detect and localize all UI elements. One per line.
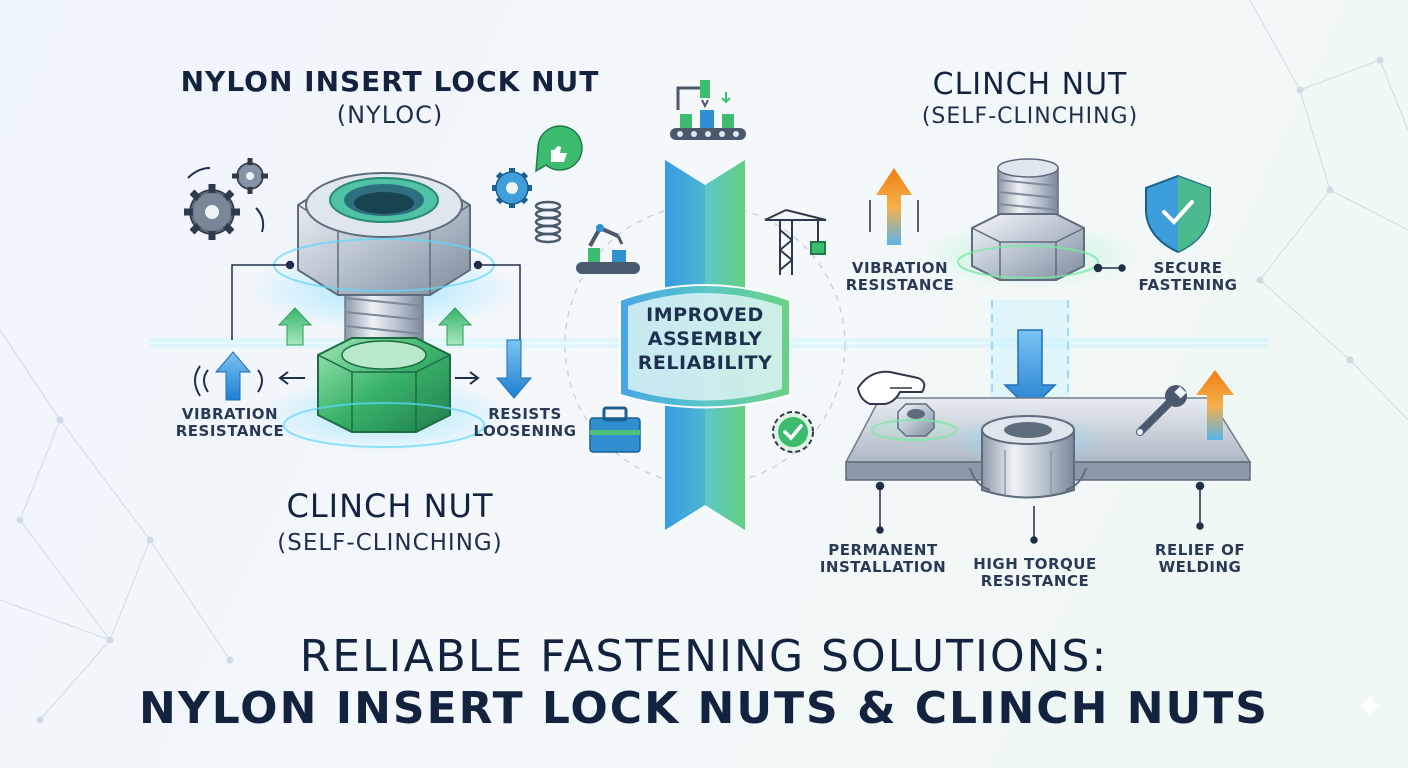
vibration-orange-arrow-icon bbox=[869, 168, 919, 245]
clinch-nut-subtitle: (SELF-CLINCHING) bbox=[921, 104, 1139, 129]
nyloc-subtitle: (NYLOC) bbox=[336, 101, 444, 129]
thumbs-up-bubble-icon bbox=[535, 125, 583, 173]
side-arrow-right-icon bbox=[455, 371, 480, 385]
sparkle-icon bbox=[1358, 694, 1382, 718]
side-arrow-left-icon bbox=[278, 371, 305, 385]
left-clinch-title: CLINCH NUT bbox=[286, 487, 494, 525]
robot-arm-icon bbox=[576, 224, 640, 274]
secure-callout-line bbox=[1093, 263, 1126, 273]
check-badge-icon bbox=[772, 411, 814, 453]
loosening-down-arrow-icon bbox=[495, 339, 533, 399]
left-callout-lines bbox=[231, 260, 521, 340]
toolbox-icon bbox=[589, 406, 641, 453]
crane-icon bbox=[764, 209, 827, 275]
wrench-icon bbox=[1136, 385, 1187, 436]
clinch-nut-top-illustration bbox=[918, 158, 1138, 289]
left-clinch-subtitle: (SELF-CLINCHING) bbox=[277, 530, 503, 556]
hand-icon bbox=[856, 370, 926, 405]
torque-orange-arrow-icon bbox=[1196, 370, 1234, 440]
footer-title-line-1: RELIABLE FASTENING SOLUTIONS: bbox=[299, 631, 1109, 682]
motion-lines-icon bbox=[187, 167, 265, 233]
footer-title-line-2: NYLON INSERT LOCK NUTS & CLINCH NUTS bbox=[139, 683, 1269, 734]
clinch-nut-title: CLINCH NUT bbox=[932, 67, 1128, 102]
clinch-nut-installed-illustration bbox=[948, 415, 1108, 499]
right-bottom-callout-lines bbox=[875, 481, 1205, 544]
gears-icon bbox=[184, 158, 268, 240]
shield-check-icon bbox=[1145, 174, 1211, 254]
gear-spring-icon bbox=[492, 168, 562, 244]
nyloc-title: NYLON INSERT LOCK NUT bbox=[180, 65, 600, 98]
vibration-up-arrow-icon bbox=[194, 351, 263, 401]
assembly-line-icon bbox=[670, 80, 746, 140]
background-network-decoration bbox=[0, 0, 1408, 724]
assembly-reliability-banner bbox=[610, 160, 800, 530]
small-nut-icon bbox=[871, 403, 961, 441]
nyloc-nut-illustration bbox=[249, 172, 519, 453]
upward-force-arrows bbox=[277, 307, 473, 346]
